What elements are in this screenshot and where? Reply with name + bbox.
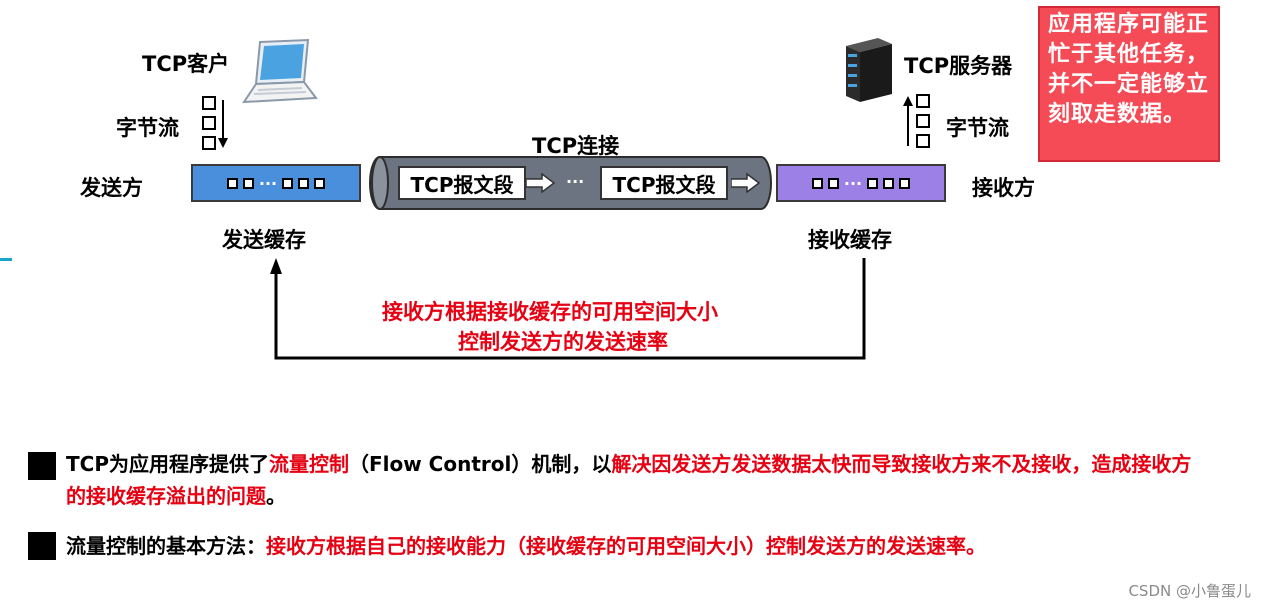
buffer-dots: ··· [843, 173, 863, 193]
feedback-arrow [270, 258, 866, 360]
buffer-slot [883, 177, 895, 189]
buffer-slot [827, 177, 839, 189]
bullet-text-1: TCP为应用程序提供了流量控制（Flow Control）机制，以解决因发送方发… [66, 448, 1196, 512]
buffer-slot [314, 177, 326, 189]
client-label: TCP客户 [142, 52, 230, 76]
bullet-square [28, 532, 56, 560]
feedback-line2: 控制发送方的发送速率 [458, 330, 668, 354]
bytestream-right-label: 字节流 [946, 116, 1009, 140]
bytestream-right-squares [916, 94, 930, 148]
buffer-slot [811, 177, 823, 189]
bytestream-left-label: 字节流 [116, 116, 179, 140]
recv-buffer-label: 接收缓存 [808, 228, 892, 252]
send-buffer-label: 发送缓存 [222, 228, 306, 252]
bullet1-part: 。 [266, 484, 286, 508]
connection-dots: ··· [566, 172, 585, 191]
receiver-label: 接收方 [972, 176, 1035, 200]
arrow-down-icon [218, 100, 228, 148]
buffer-slot [867, 177, 879, 189]
tcp-segment-2: TCP报文段 [600, 166, 728, 200]
send-buffer: ··· [191, 164, 361, 202]
buffer-slot [298, 177, 310, 189]
sender-label: 发送方 [80, 176, 143, 200]
bullet-text-2: 流量控制的基本方法：接收方根据自己的接收能力（接收缓存的可用空间大小）控制发送方… [66, 530, 1246, 562]
arrow-up-icon [903, 96, 913, 146]
arrow-right-icon [526, 173, 556, 193]
feedback-line1: 接收方根据接收缓存的可用空间大小 [382, 300, 718, 324]
bullet2-part: 接收方根据自己的接收能力（接收缓存的可用空间大小）控制发送方的发送速率。 [266, 534, 986, 558]
bullet1-part: 流量控制 [268, 452, 349, 476]
buffer-dots: ··· [258, 173, 278, 193]
tcp-segment-1: TCP报文段 [398, 166, 526, 200]
bullet1-part: TCP为应用程序提供了 [66, 452, 269, 476]
bullet2-part: 流量控制的基本方法： [66, 534, 266, 558]
connection-label: TCP连接 [532, 134, 620, 158]
bullet1-part: 解决因发送方发送数据太快而导致接收方来不及接收，造成接收方的接收缓存溢出的问题 [66, 452, 1192, 508]
bytestream-left-squares [202, 96, 216, 150]
arrow-right-icon [731, 173, 761, 193]
buffer-slot [282, 177, 294, 189]
buffer-slot [899, 177, 911, 189]
bullet-square [28, 452, 56, 480]
bullet1-part: （Flow Control）机制，以 [348, 452, 612, 476]
laptop-icon [238, 38, 318, 106]
server-icon [838, 36, 896, 104]
edge-mark [0, 258, 12, 261]
note-text: 应用程序可能正忙于其他任务，并不一定能够立刻取走数据。 [1048, 12, 1210, 127]
note-box: 应用程序可能正忙于其他任务，并不一定能够立刻取走数据。 [1038, 6, 1220, 162]
server-label: TCP服务器 [904, 54, 1013, 78]
recv-buffer: ··· [776, 164, 946, 202]
buffer-slot [226, 177, 238, 189]
watermark: CSDN @小鲁蛋儿 [1128, 582, 1251, 600]
buffer-slot [242, 177, 254, 189]
